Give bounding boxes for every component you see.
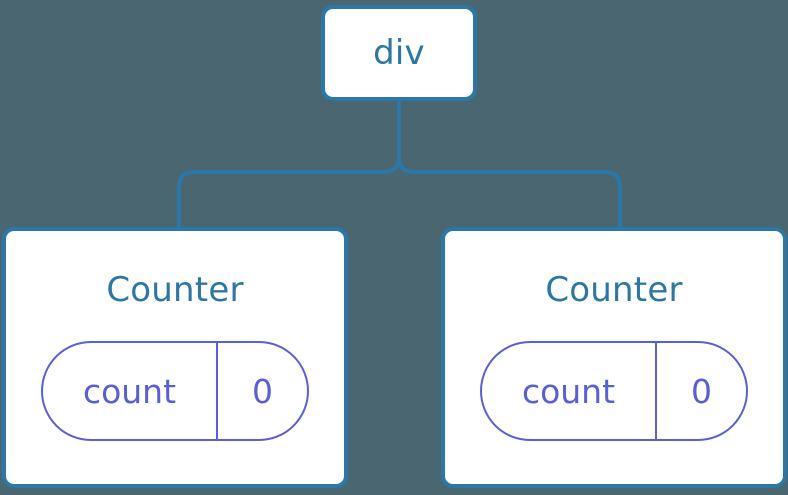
edge-root-to-counter-1 (177, 99, 401, 231)
state-pill-wrap-1: count 0 (6, 341, 344, 441)
state-key-2: count (521, 371, 616, 411)
node-root-div[interactable]: div (321, 5, 477, 101)
state-pill-2[interactable]: count 0 (480, 341, 748, 441)
state-value-cell-2: 0 (657, 343, 746, 439)
state-pill-1[interactable]: count 0 (41, 341, 309, 441)
state-pill-wrap-2: count 0 (445, 341, 783, 441)
node-counter-1-label: Counter (106, 270, 244, 310)
state-key-cell-1: count (43, 343, 218, 439)
state-value-1: 0 (252, 371, 273, 411)
node-counter-2[interactable]: Counter count 0 (441, 227, 787, 488)
node-counter-2-label: Counter (545, 270, 683, 310)
state-value-cell-1: 0 (218, 343, 307, 439)
node-root-label: div (373, 33, 425, 73)
node-counter-1[interactable]: Counter count 0 (2, 227, 348, 488)
edge-root-to-counter-2 (397, 99, 622, 231)
state-key-1: count (82, 371, 177, 411)
state-key-cell-2: count (482, 343, 657, 439)
state-value-2: 0 (691, 371, 712, 411)
